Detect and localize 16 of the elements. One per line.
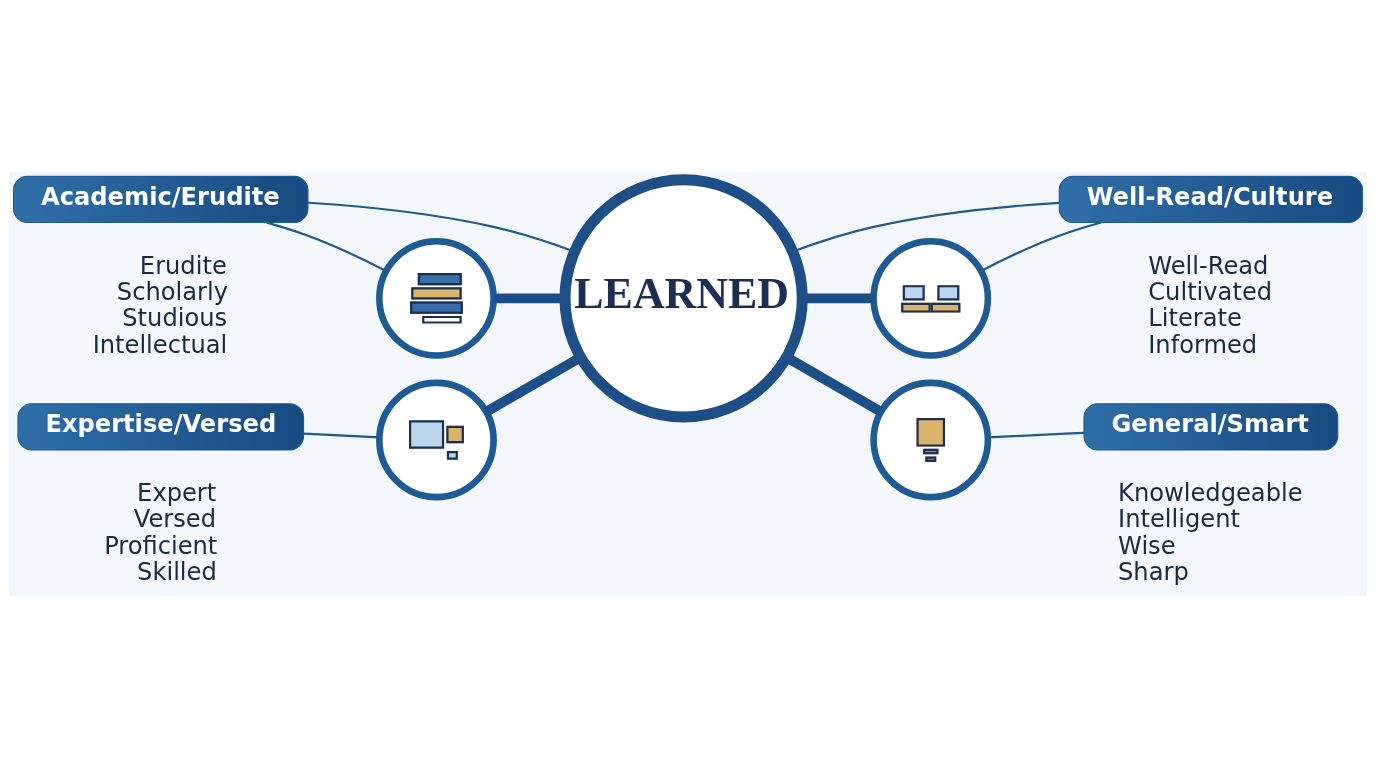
node-label: Wise — [1118, 531, 1176, 560]
node-label: Knowledgeable — [1118, 479, 1303, 508]
node-label: Proficient — [104, 531, 218, 560]
node-label: Erudite — [139, 251, 227, 280]
node-label: Sharp — [1118, 558, 1189, 587]
node-label: Intelligent — [1118, 505, 1240, 534]
node-label: Versed — [133, 505, 217, 534]
node-label: Intellectual — [92, 330, 228, 359]
node-label: Well-Read — [1148, 251, 1269, 280]
node-label: Cultivated — [1148, 278, 1273, 307]
node-label: Literate — [1148, 304, 1242, 333]
node-label: Studious — [122, 304, 228, 333]
node-label: Expert — [137, 479, 217, 508]
node-label: Skilled — [137, 558, 217, 587]
node-label: Scholarly — [116, 278, 228, 307]
node-label: Informed — [1148, 330, 1258, 359]
